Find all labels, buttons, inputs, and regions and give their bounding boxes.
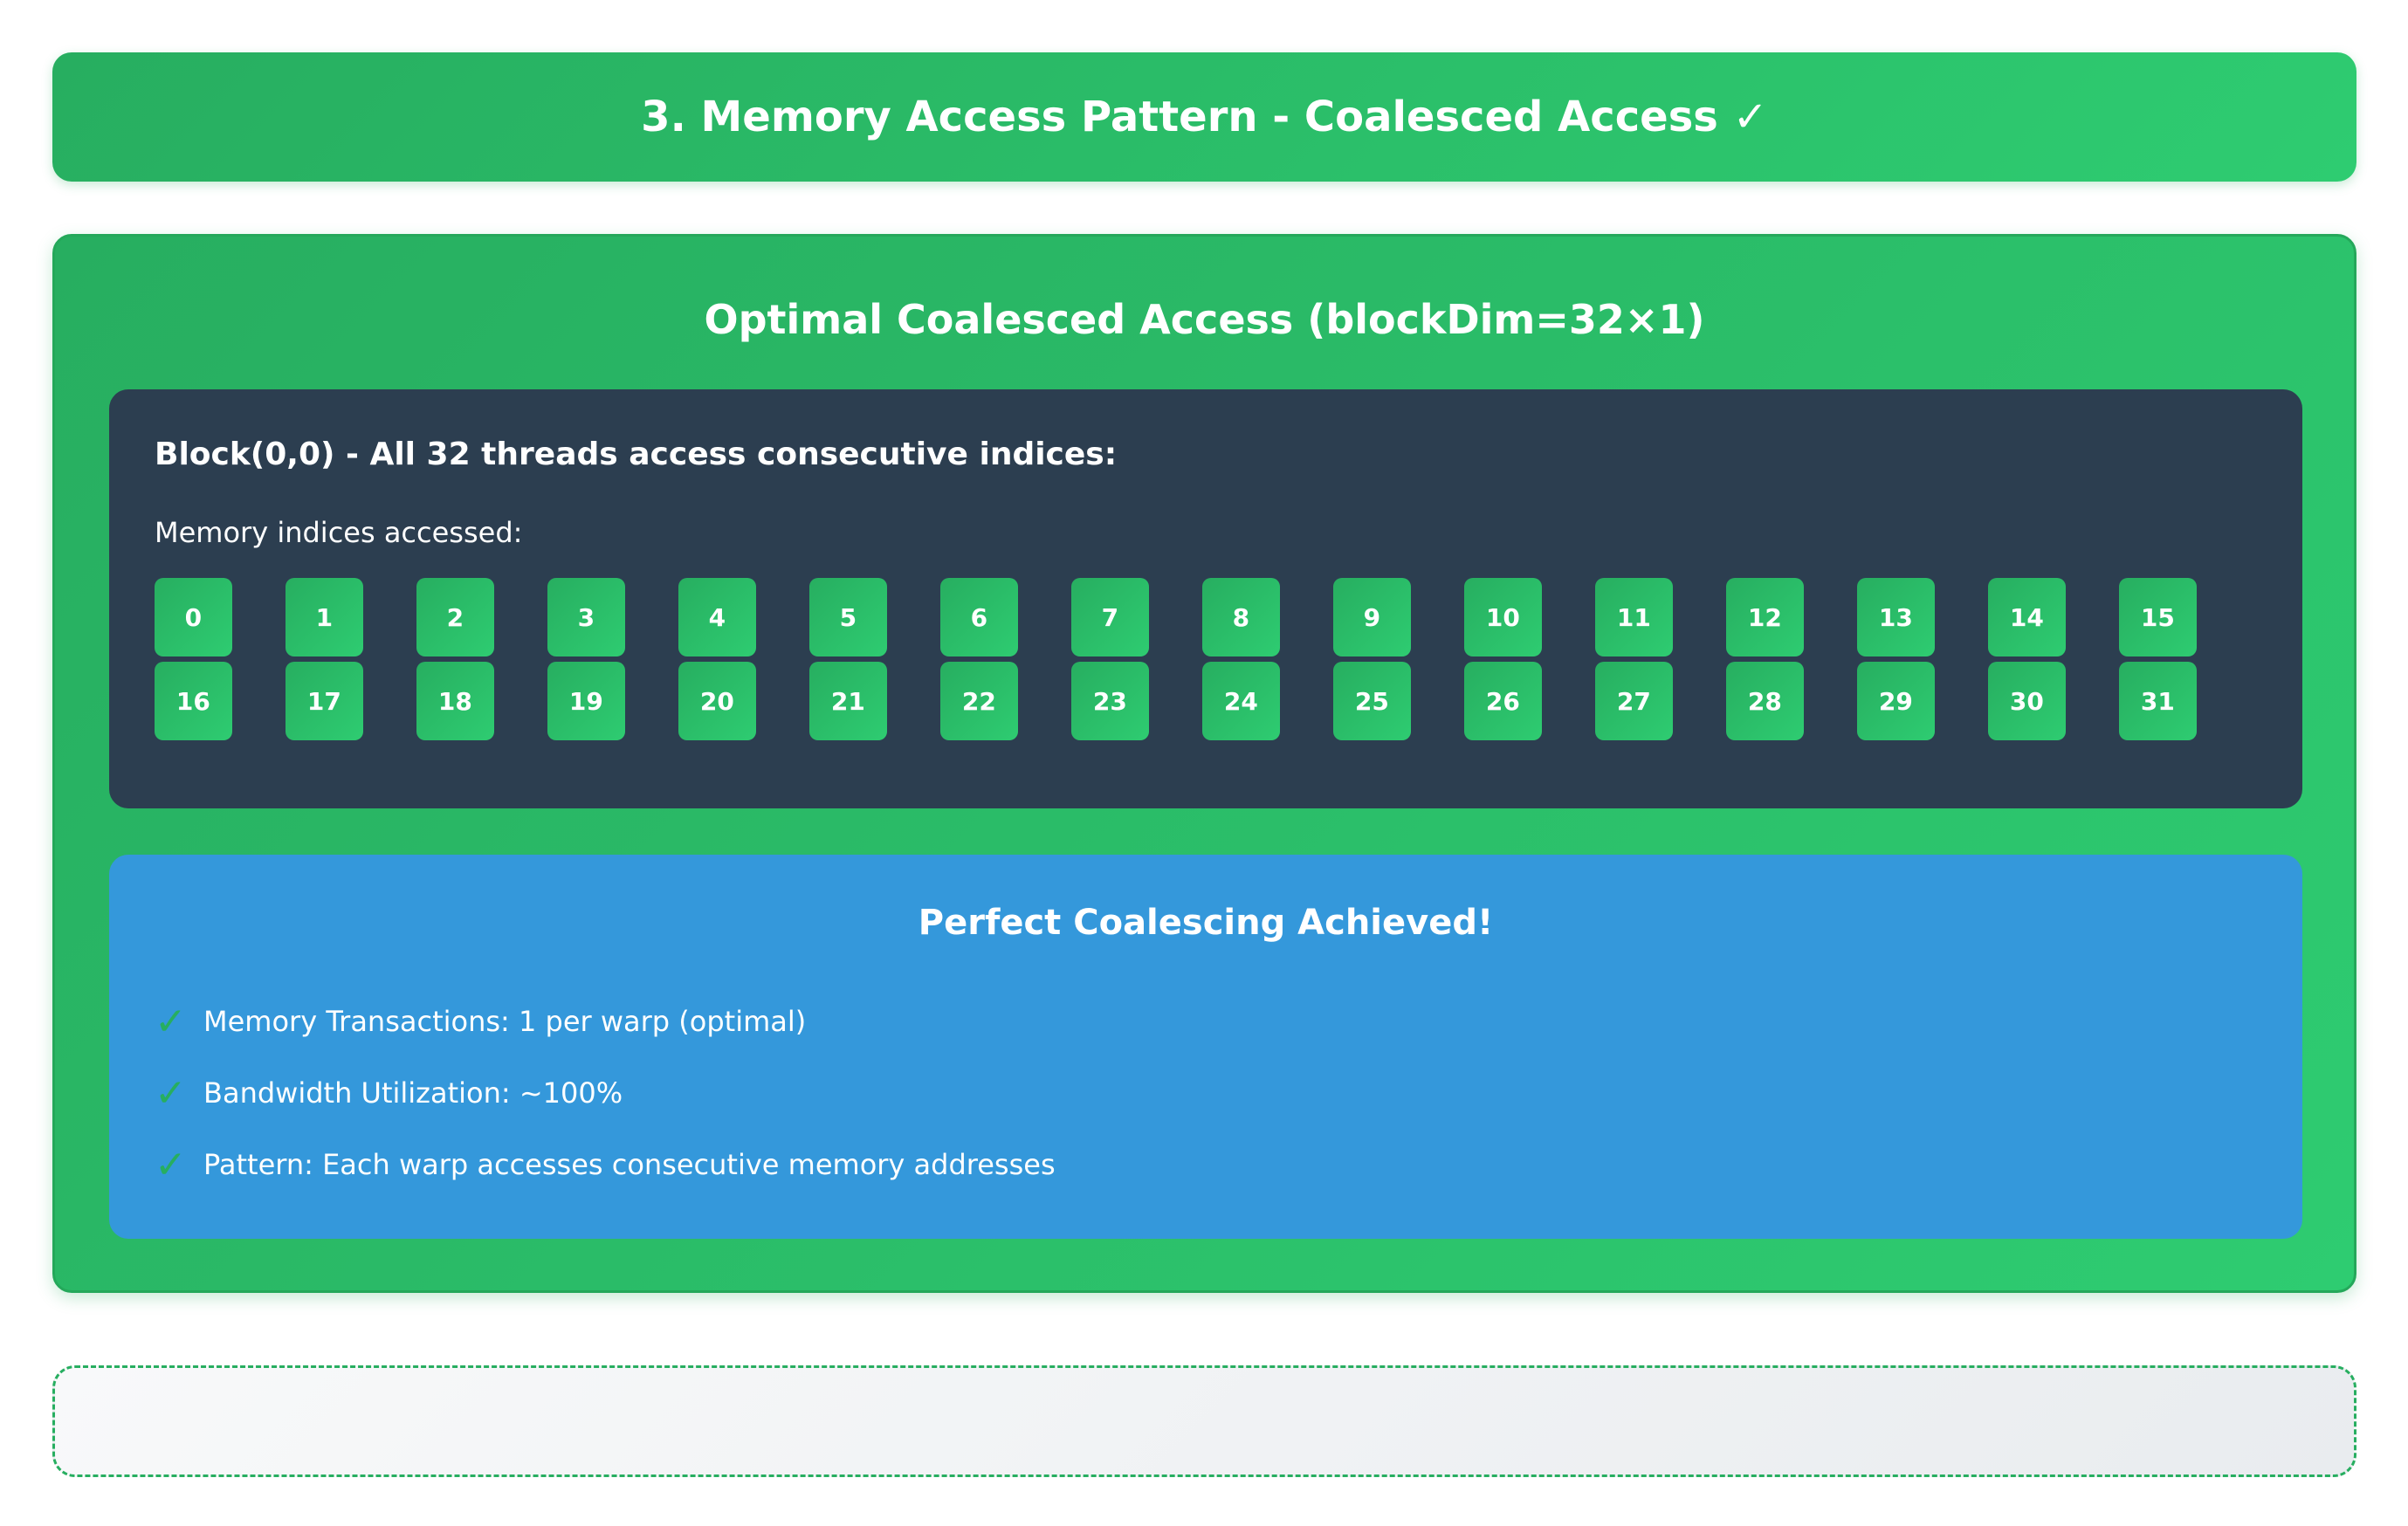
memory-index-cell: 23 — [1071, 662, 1149, 740]
memory-index-cell: 25 — [1333, 662, 1411, 740]
memory-index-cell: 21 — [809, 662, 887, 740]
list-item: ✓ Pattern: Each warp accesses consecutiv… — [155, 1129, 1056, 1200]
coalesced-access-panel: Optimal Coalesced Access (blockDim=32×1)… — [52, 234, 2356, 1293]
block-card: Block(0,0) - All 32 threads access conse… — [109, 389, 2302, 808]
memory-index-cell: 22 — [940, 662, 1018, 740]
memory-index-cell: 29 — [1857, 662, 1935, 740]
memory-index-cell: 0 — [155, 578, 232, 656]
memory-index-cell: 1 — [286, 578, 363, 656]
memory-index-cell: 31 — [2119, 662, 2197, 740]
checkmark-icon: ✓ — [155, 999, 187, 1044]
result-title: Perfect Coalescing Achieved! — [918, 903, 1494, 943]
memory-index-cell: 9 — [1333, 578, 1411, 656]
list-item: ✓ Memory Transactions: 1 per warp (optim… — [155, 986, 1056, 1057]
checkmark-icon: ✓ — [155, 1142, 187, 1187]
memory-index-cell: 4 — [678, 578, 756, 656]
memory-index-cell: 6 — [940, 578, 1018, 656]
memory-index-grid: 0 1 2 3 4 5 6 7 8 9 10 11 12 13 14 15 — [155, 578, 2250, 746]
memory-index-cell: 2 — [416, 578, 494, 656]
section-title: 3. Memory Access Pattern - Coalesced Acc… — [641, 93, 1768, 141]
memory-index-cell: 7 — [1071, 578, 1149, 656]
index-row-2: 16 17 18 19 20 21 22 23 24 25 26 27 28 2… — [155, 662, 2250, 740]
memory-index-cell: 19 — [547, 662, 625, 740]
result-item-text: Bandwidth Utilization: ~100% — [203, 1076, 623, 1110]
result-list: ✓ Memory Transactions: 1 per warp (optim… — [155, 986, 1056, 1200]
checkmark-icon: ✓ — [155, 1070, 187, 1116]
memory-index-cell: 24 — [1202, 662, 1280, 740]
placeholder-box — [52, 1365, 2356, 1477]
memory-index-cell: 27 — [1595, 662, 1673, 740]
memory-index-cell: 15 — [2119, 578, 2197, 656]
memory-index-cell: 18 — [416, 662, 494, 740]
section-header: 3. Memory Access Pattern - Coalesced Acc… — [52, 52, 2356, 182]
memory-index-cell: 14 — [1988, 578, 2066, 656]
memory-index-cell: 17 — [286, 662, 363, 740]
index-row-1: 0 1 2 3 4 5 6 7 8 9 10 11 12 13 14 15 — [155, 578, 2250, 656]
memory-index-cell: 30 — [1988, 662, 2066, 740]
memory-index-cell: 3 — [547, 578, 625, 656]
block-title: Block(0,0) - All 32 threads access conse… — [155, 436, 1118, 472]
list-item: ✓ Bandwidth Utilization: ~100% — [155, 1057, 1056, 1129]
result-item-text: Pattern: Each warp accesses consecutive … — [203, 1148, 1056, 1181]
memory-index-cell: 13 — [1857, 578, 1935, 656]
result-card: Perfect Coalescing Achieved! ✓ Memory Tr… — [109, 855, 2302, 1239]
memory-index-cell: 8 — [1202, 578, 1280, 656]
result-item-text: Memory Transactions: 1 per warp (optimal… — [203, 1005, 807, 1038]
memory-index-cell: 28 — [1726, 662, 1804, 740]
indices-label: Memory indices accessed: — [155, 516, 523, 549]
memory-index-cell: 20 — [678, 662, 756, 740]
panel-title: Optimal Coalesced Access (blockDim=32×1) — [704, 296, 1705, 343]
memory-index-cell: 16 — [155, 662, 232, 740]
memory-index-cell: 5 — [809, 578, 887, 656]
memory-index-cell: 11 — [1595, 578, 1673, 656]
memory-index-cell: 10 — [1464, 578, 1542, 656]
memory-index-cell: 12 — [1726, 578, 1804, 656]
memory-index-cell: 26 — [1464, 662, 1542, 740]
